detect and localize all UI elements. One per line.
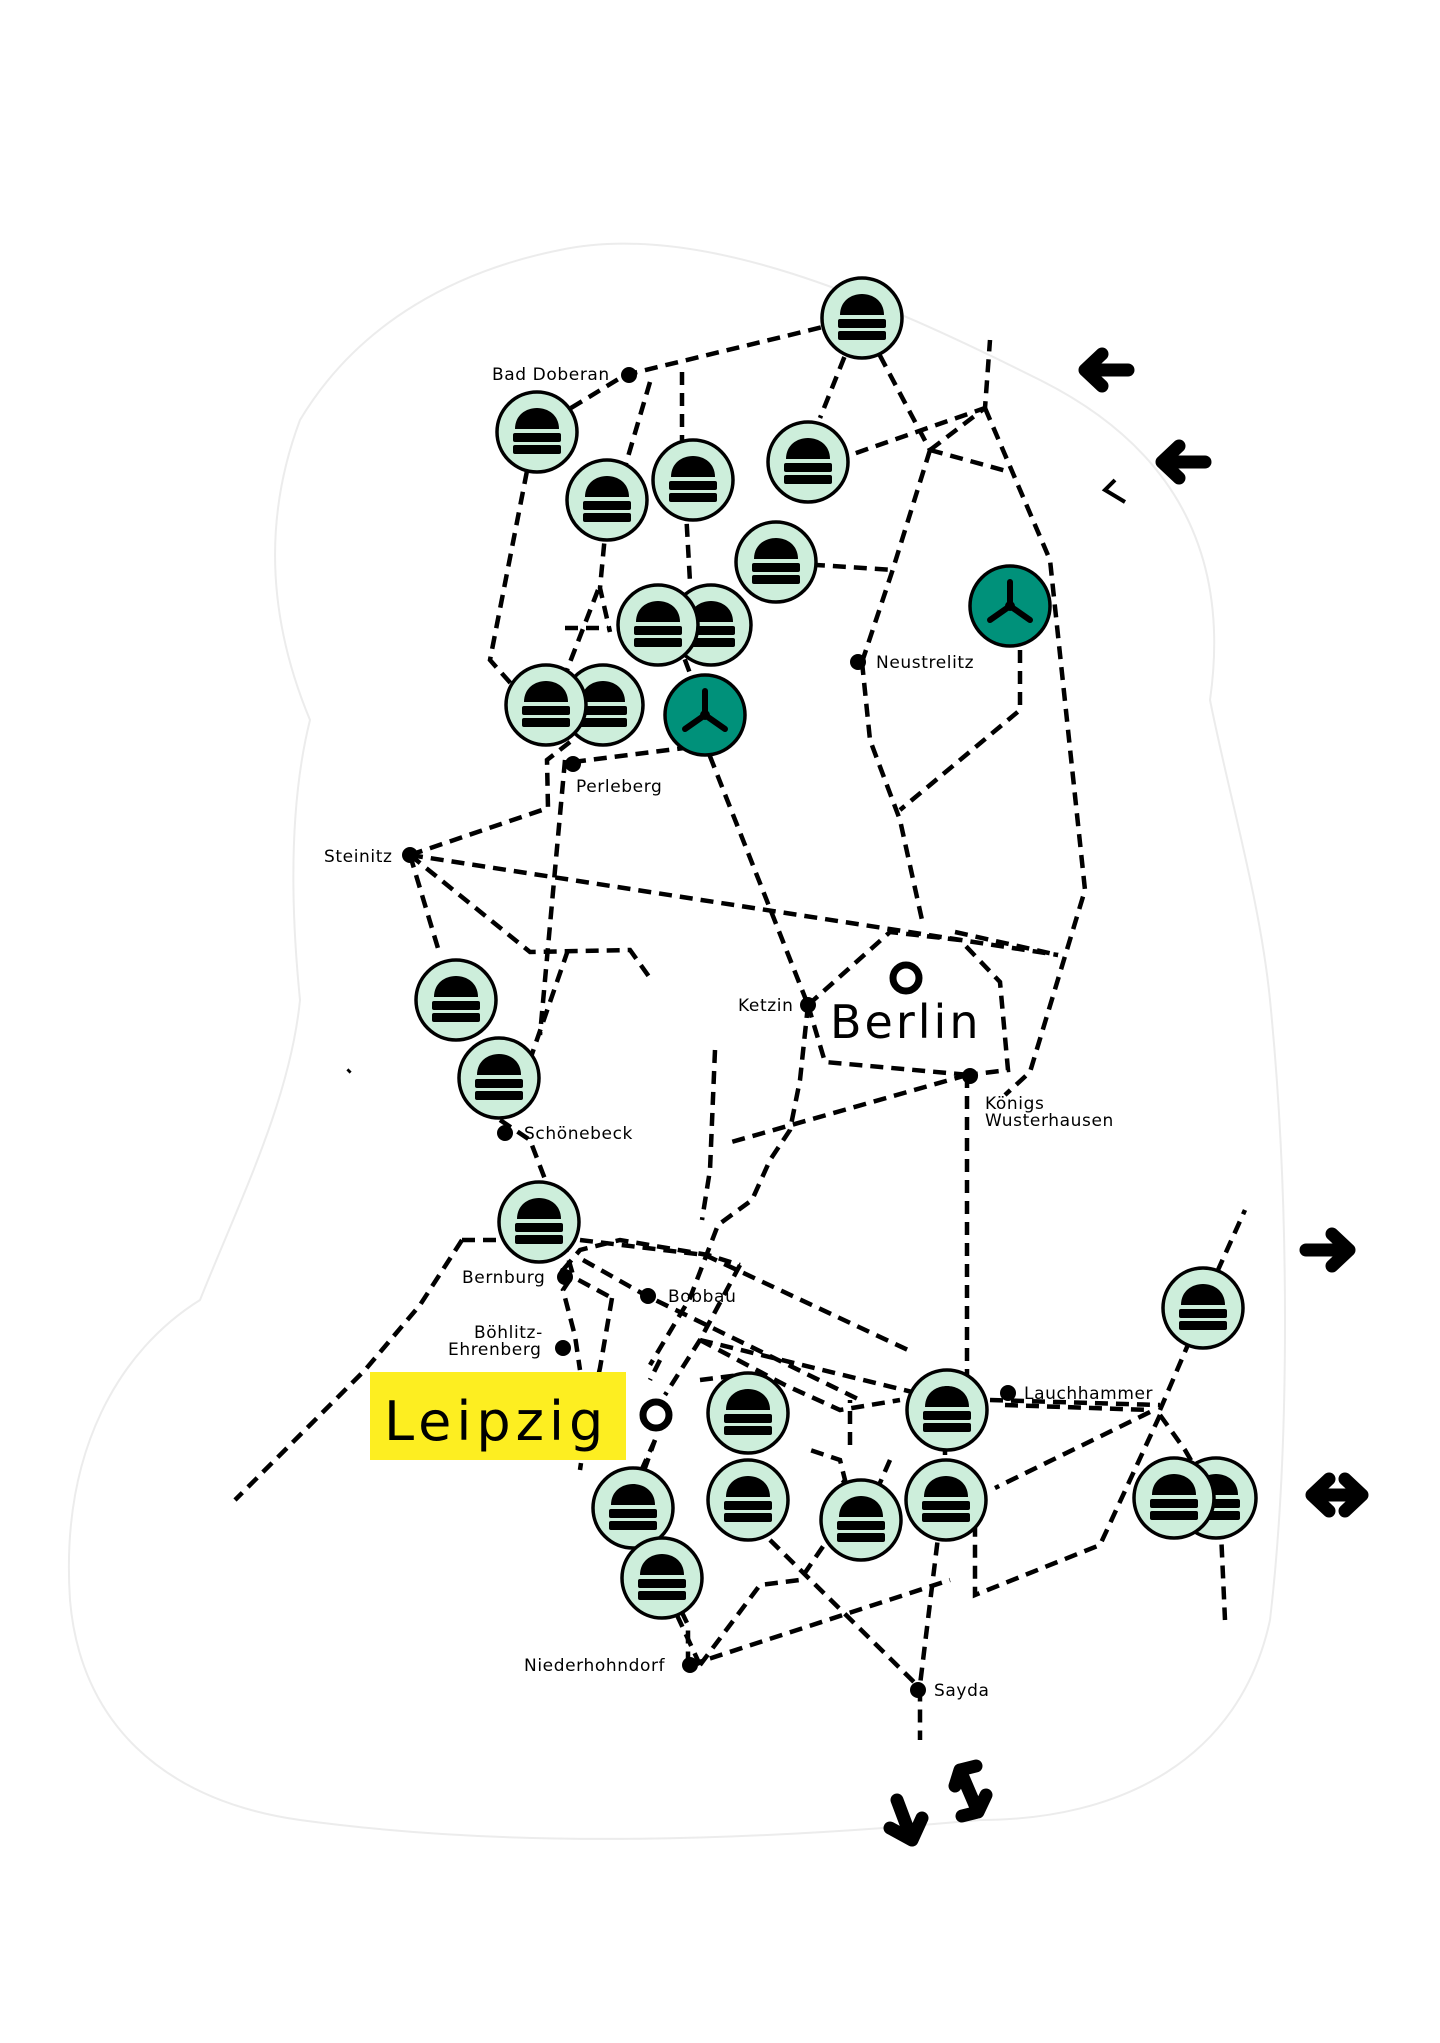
leipzig-marker xyxy=(639,1398,673,1432)
berlin-marker xyxy=(889,961,923,995)
wind-turbine-icon xyxy=(663,673,747,757)
label-koenigs: Königs xyxy=(985,1094,1044,1114)
label-lauchhammer: Lauchhammer xyxy=(1024,1384,1153,1404)
label-ketzin: Ketzin xyxy=(738,996,793,1016)
solar-panel-icon xyxy=(497,1180,581,1264)
direction-arrow-icon xyxy=(948,1759,993,1823)
label-perleberg: Perleberg xyxy=(576,777,662,797)
leipzig-highlight xyxy=(370,1372,626,1460)
wind-stations xyxy=(663,564,1052,757)
label-boehlitz: Böhlitz- xyxy=(474,1323,543,1343)
direction-arrow-icon xyxy=(883,1793,929,1847)
label-ehrenberg: Ehrenberg xyxy=(448,1340,542,1360)
direction-arrow-icon xyxy=(1101,478,1127,504)
label-steinitz: Steinitz xyxy=(324,847,393,867)
direction-arrows xyxy=(883,347,1369,1847)
label-schoenebeck: Schönebeck xyxy=(524,1124,633,1144)
solar-panel-icon xyxy=(820,276,904,360)
solar-panel-icon xyxy=(565,458,649,542)
solar-panel-icon xyxy=(706,1458,790,1542)
solar-panel-icon xyxy=(616,583,700,667)
solar-panel-icon xyxy=(734,520,818,604)
solar-panel-icon xyxy=(766,420,850,504)
solar-panel-icon xyxy=(651,438,735,522)
solar-panel-icon xyxy=(504,663,588,747)
solar-panel-icon xyxy=(591,1466,675,1550)
direction-arrow-icon xyxy=(1078,347,1135,393)
direction-arrow-icon xyxy=(1155,439,1212,485)
solar-panel-icon xyxy=(905,1368,989,1452)
solar-stations xyxy=(414,276,1258,1620)
region-outline xyxy=(68,242,1286,1840)
solar-panel-icon xyxy=(1132,1456,1216,1540)
label-bernburg: Bernburg xyxy=(462,1268,545,1288)
solar-panel-icon xyxy=(1161,1266,1245,1350)
solar-panel-icon xyxy=(904,1458,988,1542)
label-bad-doberan: Bad Doberan xyxy=(492,365,610,385)
label-neustrelitz: Neustrelitz xyxy=(876,653,974,673)
label-berlin: Berlin xyxy=(830,995,982,1049)
label-sayda: Sayda xyxy=(934,1681,989,1701)
wind-turbine-icon xyxy=(968,564,1052,648)
solar-panel-icon xyxy=(620,1536,704,1620)
town-dots xyxy=(402,367,1016,1698)
label-niederhohndorf: Niederhohndorf xyxy=(524,1656,666,1676)
label-bobbau: Bobbau xyxy=(668,1287,736,1307)
label-leipzig: Leipzig xyxy=(384,1390,608,1453)
solar-panel-icon xyxy=(495,390,579,474)
label-wusterhausen: Wusterhausen xyxy=(985,1111,1114,1131)
solar-panel-icon xyxy=(706,1371,790,1455)
direction-arrow-icon xyxy=(1305,1472,1369,1518)
solar-panel-icon xyxy=(414,958,498,1042)
solar-panel-icon xyxy=(457,1036,541,1120)
direction-arrow-icon xyxy=(1299,1227,1356,1273)
solar-panel-icon xyxy=(819,1478,903,1562)
